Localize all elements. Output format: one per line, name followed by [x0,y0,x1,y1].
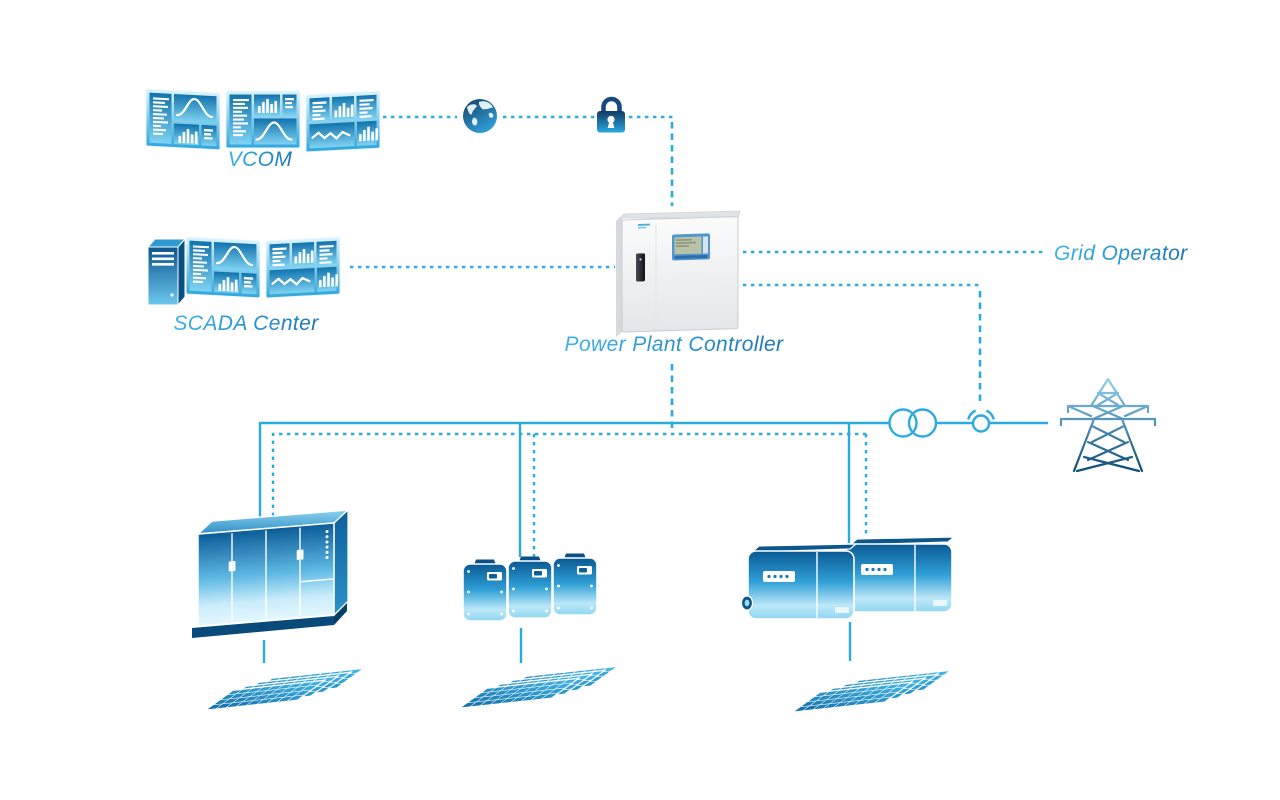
string-inverter-group-icon [462,552,598,622]
pv-array-icon [792,670,951,712]
power-solid-lines [258,421,1048,663]
vcom-monitor-wall-icon [146,89,380,152]
communication-dotted-lines [271,115,1046,557]
lock-icon [597,96,625,133]
dc-stubs-to-pv [262,622,852,663]
central-inverter-icon [192,508,349,638]
string-inverter-icon [552,552,598,616]
ac-power-bus [258,421,1048,557]
transmission-tower-icon [1059,377,1157,473]
controller-display [672,233,710,261]
grid-connection-point-icon [967,409,995,433]
pv-array-icon [459,666,618,708]
large-string-inverter-group-icon [740,536,955,620]
pv-array-icon [205,668,364,710]
power-plant-controller-cabinet-icon [615,210,741,337]
large-string-inverter-icon [740,543,857,620]
scada-monitor-wall-icon [186,237,340,298]
connection-lines [258,115,1048,663]
transformer-icon [888,408,938,438]
scada-center-label: SCADA Center [173,312,319,335]
large-string-inverter-icon [838,536,955,613]
string-inverter-icon [507,555,553,619]
scada-server-icon [146,237,187,307]
communication-dashed-verticals [670,122,982,431]
grid-operator-label: Grid Operator [1054,242,1188,265]
globe-icon [463,99,497,133]
string-inverter-icon [462,558,508,622]
communication-bus [271,432,868,557]
vcom-label: VCOM [228,148,293,171]
power-plant-controller-label: Power Plant Controller [565,333,784,356]
